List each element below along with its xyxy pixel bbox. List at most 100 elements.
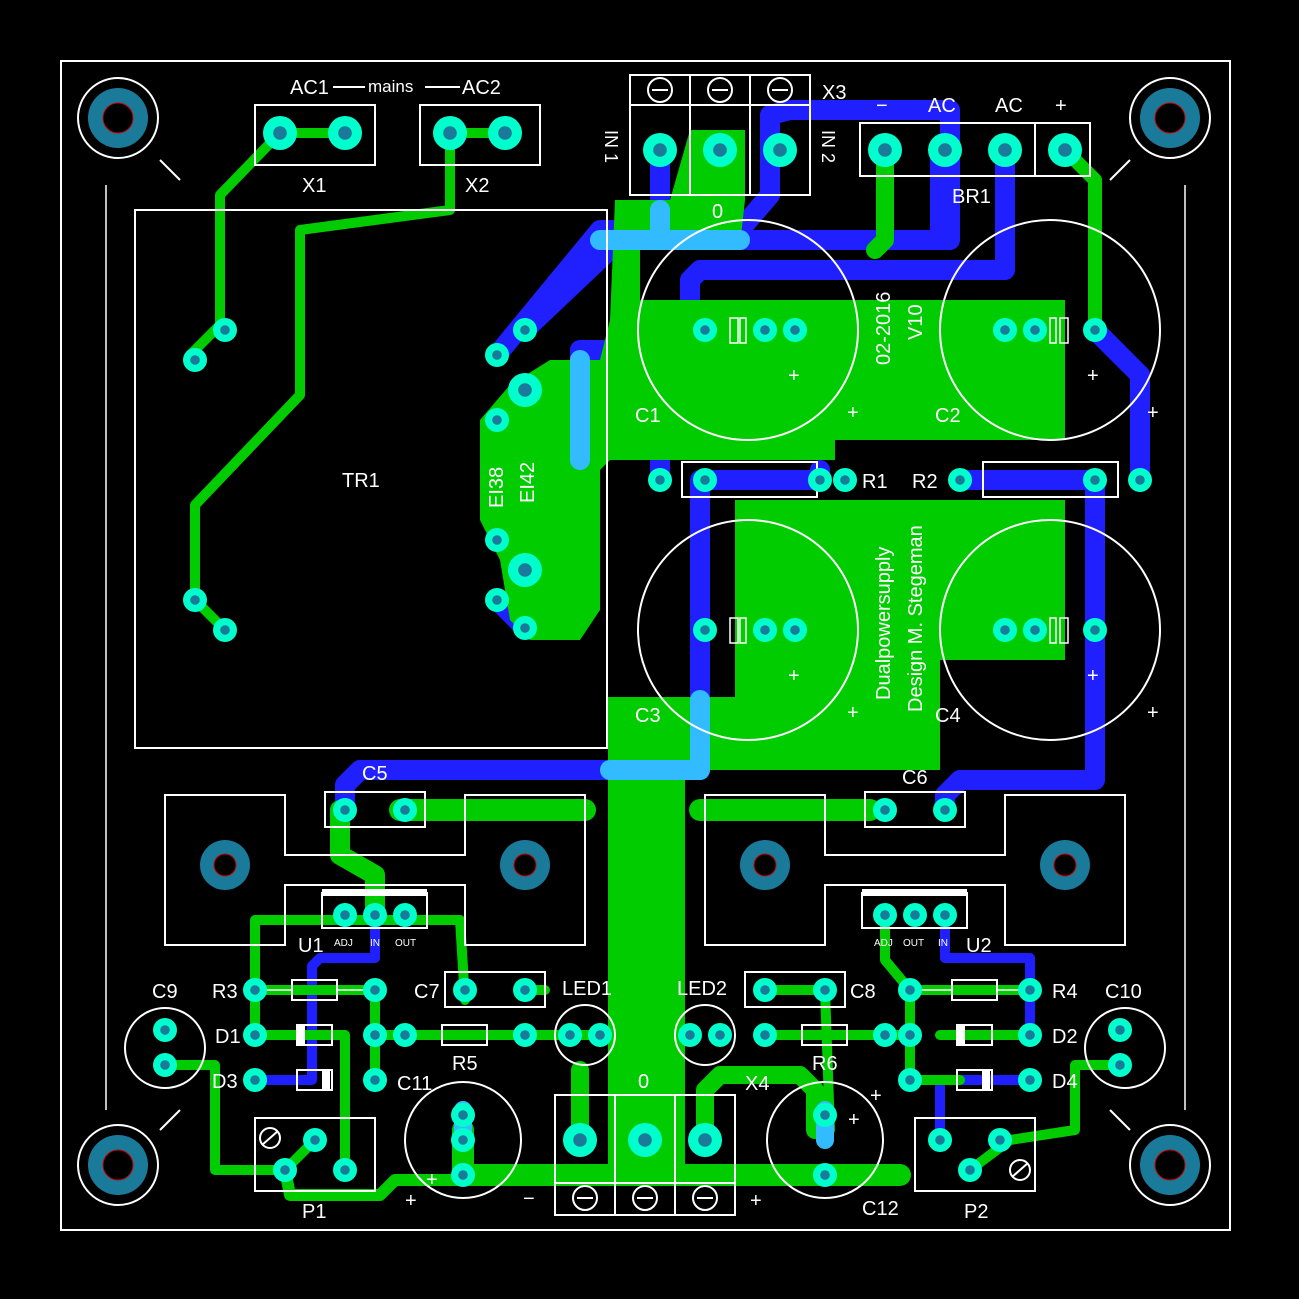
heatsink-hole-4 (1040, 840, 1090, 890)
pad-hole (700, 475, 710, 485)
pad-hole (458, 1110, 468, 1120)
heatsink-hole-1 (200, 840, 250, 890)
label-designer: Design M. Stegeman (905, 525, 927, 712)
label-c3: C3 (635, 705, 661, 727)
pad-hole (790, 625, 800, 635)
pad-hole (995, 1135, 1005, 1145)
pad-hole (1090, 625, 1100, 635)
pad-hole (220, 325, 230, 335)
label-r3: R3 (212, 981, 238, 1003)
pad-hole (400, 805, 410, 815)
pad-hole (1030, 325, 1040, 335)
pad-hole (340, 910, 350, 920)
label-date: 02-2016 (873, 292, 895, 365)
pad-hole (760, 625, 770, 635)
pad-hole (938, 143, 952, 157)
pad-hole (310, 1135, 320, 1145)
label-r5: R5 (452, 1053, 478, 1075)
label-c10: C10 (1105, 981, 1142, 1003)
pad-hole (492, 350, 502, 360)
pad-hole (498, 126, 512, 140)
pad-hole (1058, 143, 1072, 157)
pad-hole (820, 1110, 830, 1120)
label-ei42: EI42 (517, 462, 539, 503)
label-x2: X2 (465, 175, 489, 197)
label-d2: D2 (1052, 1026, 1078, 1048)
pad-hole (880, 805, 890, 815)
label-c12: C12 (862, 1198, 899, 1220)
label-br-plus: + (1055, 95, 1067, 117)
pad-hole (443, 126, 457, 140)
pad-hole (955, 475, 965, 485)
pad-hole (520, 1030, 530, 1040)
pad-hole (492, 535, 502, 545)
pad-hole (1025, 985, 1035, 995)
pad-hole (460, 985, 470, 995)
mounting-holes (77, 77, 1211, 1206)
pad-hole (905, 1030, 915, 1040)
label-ei38: EI38 (486, 467, 508, 508)
plus-mark-c1: + (788, 365, 800, 387)
pad-hole (220, 625, 230, 635)
pad-hole (250, 985, 260, 995)
label-p2: P2 (964, 1201, 988, 1223)
pad-hole (815, 475, 825, 485)
pad-hole (518, 563, 532, 577)
pad-hole (820, 985, 830, 995)
plus-mark-c3b: + (847, 702, 859, 724)
pad-hole (1090, 475, 1100, 485)
mount-hole-top-left (77, 77, 159, 159)
pad-hole (400, 1030, 410, 1040)
pad-hole (190, 355, 200, 365)
pad-hole (760, 325, 770, 335)
label-in2: IN 2 (818, 130, 838, 163)
label-u2: U2 (966, 935, 992, 957)
pad-hole (458, 1170, 468, 1180)
pad-hole (1135, 475, 1145, 485)
pad-hole (998, 143, 1012, 157)
pad-hole (492, 415, 502, 425)
heatsink-hole-2 (500, 840, 550, 890)
label-title: Dualpowersupply (873, 547, 895, 700)
label-p1: P1 (302, 1201, 326, 1223)
label-tr1: TR1 (342, 470, 380, 492)
pad-hole (458, 1135, 468, 1145)
mount-hole-top-right (1129, 77, 1211, 159)
pad-hole (520, 623, 530, 633)
plus-mark-c2b: + (1147, 402, 1159, 424)
pad-hole (250, 1075, 260, 1085)
pad-hole (518, 383, 532, 397)
pad-hole (520, 325, 530, 335)
pad-hole (790, 325, 800, 335)
pad-hole (1115, 1025, 1125, 1035)
plus-mark-out-left: + (405, 1190, 417, 1212)
pad-hole (880, 1030, 890, 1040)
pad-hole (1000, 625, 1010, 635)
pad-hole (370, 910, 380, 920)
pad-hole (1025, 1030, 1035, 1040)
pad-hole (685, 1030, 695, 1040)
pad-hole (880, 910, 890, 920)
pad-hole (655, 475, 665, 485)
pad-hole (820, 1170, 830, 1180)
label-u1: U1 (298, 935, 324, 957)
plus-mark-out-right: + (750, 1190, 762, 1212)
label-r4: R4 (1052, 981, 1078, 1003)
label-d3: D3 (212, 1071, 238, 1093)
label-ac2: AC2 (462, 77, 501, 99)
heatsink-hole-3 (740, 840, 790, 890)
pads-layer (153, 116, 1152, 1187)
pad-hole (400, 910, 410, 920)
board-outline (60, 60, 1231, 1231)
plus-mark-c3: + (788, 665, 800, 687)
pad-hole (340, 805, 350, 815)
pad-hole (1030, 625, 1040, 635)
label-c6: C6 (902, 767, 928, 789)
mount-hole-bottom-left (77, 1124, 159, 1206)
pad-hole (713, 143, 727, 157)
plus-mark-c11: + (426, 1169, 438, 1191)
label-u2-out: OUT (903, 938, 924, 949)
label-br-ac2: AC (995, 95, 1023, 117)
label-u1-out: OUT (395, 938, 416, 949)
